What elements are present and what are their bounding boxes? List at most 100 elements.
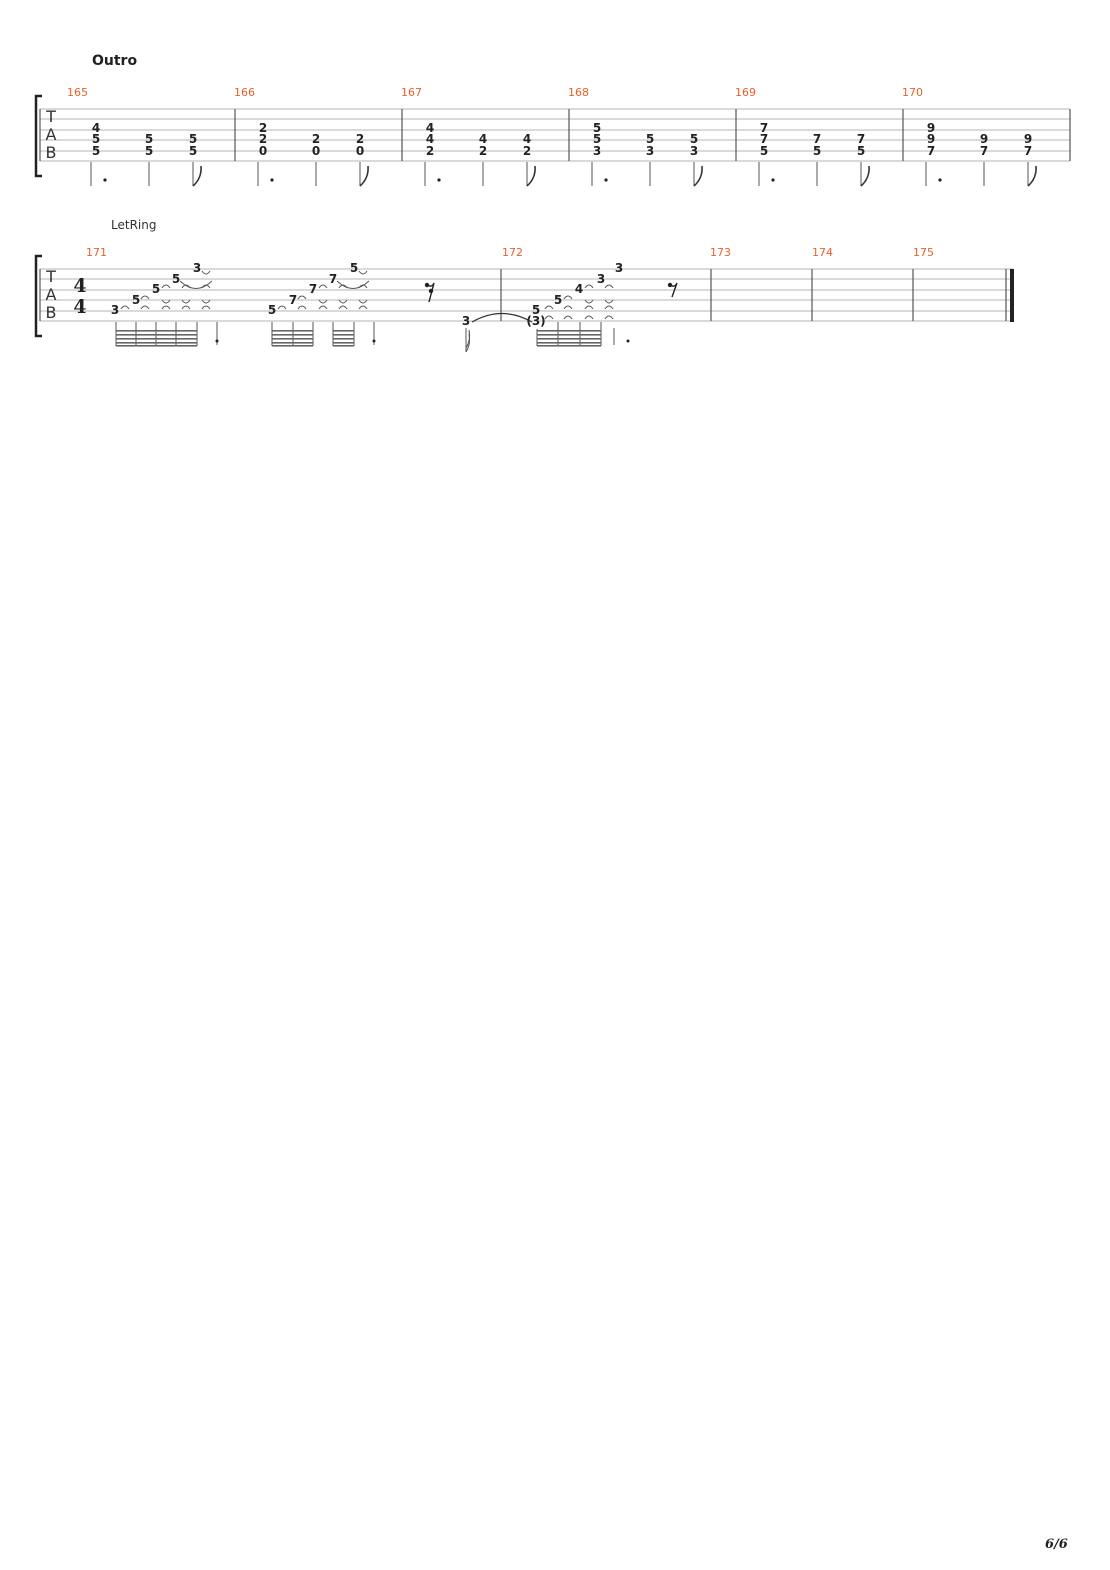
fret-number: 7 <box>813 132 821 146</box>
fret-number: 4 <box>92 121 100 135</box>
eighth-rest <box>667 282 678 298</box>
fret-number: 9 <box>980 132 988 146</box>
system-brace <box>34 254 42 338</box>
fret-number: 7 <box>1024 144 1032 158</box>
fret-number: 2 <box>259 132 267 146</box>
fret-number: 5 <box>690 132 698 146</box>
fret-number: (3) <box>526 314 545 328</box>
staccato-dots <box>215 339 376 343</box>
fret-number: 4 <box>426 132 434 146</box>
measure-number: 173 <box>710 246 731 259</box>
measure-number: 172 <box>502 246 523 259</box>
fret-number: 4 <box>479 132 487 146</box>
tab-clef-t: T <box>45 107 56 126</box>
dot <box>270 178 274 182</box>
tie <box>471 313 533 323</box>
measure-167: 4 4 2 4 2 4 2 <box>424 121 536 187</box>
measure-number: 168 <box>568 86 589 99</box>
fret-number: 2 <box>356 132 364 146</box>
fret-number: 5 <box>189 144 197 158</box>
fret-number: 5 <box>760 144 768 158</box>
fret-number: 5 <box>268 303 276 317</box>
beams <box>537 330 601 347</box>
fret-number: 5 <box>92 144 100 158</box>
tab-clef-b: B <box>46 143 57 162</box>
dot <box>938 178 942 182</box>
grace-note-flag <box>465 328 471 353</box>
fret-number: 7 <box>329 272 337 286</box>
measure-number: 174 <box>812 246 833 259</box>
measure-number: 167 <box>401 86 422 99</box>
fret-number: 5 <box>857 144 865 158</box>
measure-number: 170 <box>902 86 923 99</box>
fret-number: 7 <box>857 132 865 146</box>
eighth-flag <box>860 165 870 187</box>
fret-number: 7 <box>760 132 768 146</box>
system-1: T A B 165 166 167 168 169 170 4 5 5 5 5 … <box>34 86 1071 187</box>
staccato-dot <box>626 339 630 343</box>
eighth-flag <box>693 165 703 187</box>
fret-number: 4 <box>575 282 583 296</box>
fret-number: 2 <box>523 144 531 158</box>
eighth-flag <box>192 165 202 187</box>
fret-number: 2 <box>479 144 487 158</box>
time-signature-numerator: 4 <box>73 275 86 297</box>
fret-number: 3 <box>690 144 698 158</box>
measure-number: 175 <box>913 246 934 259</box>
barlines <box>39 109 1071 161</box>
tab-clef-t: T <box>45 267 56 286</box>
tab-clef-b: B <box>46 303 57 322</box>
eighth-flag <box>1027 165 1037 187</box>
dot <box>771 178 775 182</box>
time-signature-denominator: 4 <box>73 296 86 318</box>
system-brace <box>34 94 42 178</box>
measure-165: 4 5 5 5 5 5 5 <box>90 121 202 187</box>
fret-number: 3 <box>593 144 601 158</box>
fret-number: 7 <box>980 144 988 158</box>
fret-number: 0 <box>312 144 320 158</box>
fret-number: 3 <box>462 314 470 328</box>
tab-clef-a: A <box>46 285 57 304</box>
fret-number: 5 <box>593 132 601 146</box>
fret-number: 5 <box>646 132 654 146</box>
tab-clef-a: A <box>46 125 57 144</box>
sixteenth-rest <box>424 282 435 303</box>
fret-number: 0 <box>259 144 267 158</box>
measure-170: 9 9 7 9 7 9 7 <box>925 121 1037 187</box>
let-ring-ties <box>120 270 370 310</box>
measure-169: 7 7 5 7 5 7 5 <box>758 121 870 187</box>
fret-number: 5 <box>532 303 540 317</box>
fret-number: 5 <box>350 261 358 275</box>
measure-172: (3) 5 5 4 3 3 <box>526 261 678 347</box>
fret-number: 3 <box>615 261 623 275</box>
dot <box>437 178 441 182</box>
tab-staff-lines <box>40 268 1013 322</box>
fret-number: 5 <box>172 272 180 286</box>
fret-number: 5 <box>593 121 601 135</box>
fret-number: 3 <box>193 261 201 275</box>
fret-number: 5 <box>189 132 197 146</box>
fret-number: 2 <box>312 132 320 146</box>
dot <box>103 178 107 182</box>
fret-number: 5 <box>92 132 100 146</box>
fret-number: 7 <box>289 293 297 307</box>
let-ring-ties <box>544 284 614 320</box>
let-ring-label: LetRing <box>111 218 157 232</box>
measure-number: 165 <box>67 86 88 99</box>
beams <box>116 330 354 347</box>
measure-171: 3 5 5 5 3 5 7 7 7 5 <box>111 261 533 353</box>
fret-number: 5 <box>813 144 821 158</box>
fret-number: 7 <box>309 282 317 296</box>
measure-168: 5 5 3 5 3 5 3 <box>591 121 703 187</box>
fret-number: 7 <box>927 144 935 158</box>
fret-number: 9 <box>1024 132 1032 146</box>
fret-number: 5 <box>554 293 562 307</box>
fret-number: 4 <box>523 132 531 146</box>
fret-number: 7 <box>760 121 768 135</box>
page-number: 6/6 <box>1045 1537 1068 1552</box>
measure-number: 166 <box>234 86 255 99</box>
fret-number: 3 <box>646 144 654 158</box>
fret-number: 2 <box>426 144 434 158</box>
final-barline <box>1010 269 1014 322</box>
fret-number: 3 <box>597 272 605 286</box>
